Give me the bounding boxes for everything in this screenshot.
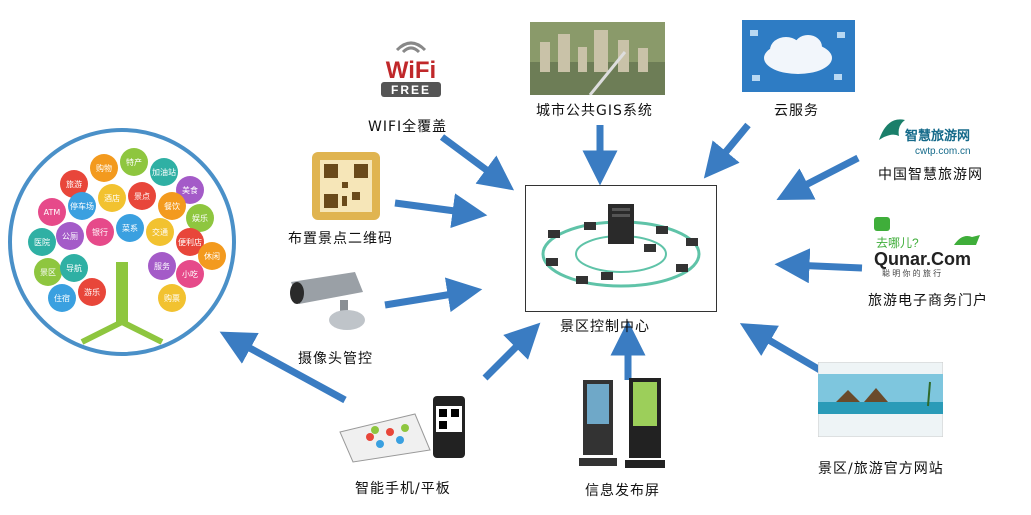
svg-text:特产: 特产 [126,157,142,167]
phone-label: 智能手机/平板 [355,481,451,497]
camera-image [285,270,380,335]
svg-text:休闲: 休闲 [204,251,220,261]
screen-label: 信息发布屏 [585,483,660,499]
svg-text:娱乐: 娱乐 [192,213,208,223]
wifi-free-text: FREE [391,83,431,97]
dolphin-icon [879,119,905,140]
arrow-qunar [774,248,863,284]
center-label: 景区控制中心 [560,319,650,335]
tree-bubble: 酒店 [98,184,126,212]
tree-bubble: 购物 [90,154,118,182]
info-screen-image [575,378,670,473]
tree-bubble: 医院 [28,228,56,256]
tree-bubble: 游乐 [78,278,106,306]
tree-bubble: 景区 [34,258,62,286]
svg-text:服务: 服务 [154,261,170,271]
tree-bubble: 娱乐 [186,204,214,232]
tree-bubble: 休闲 [198,242,226,270]
official-label: 景区/旅游官方网站 [818,461,944,477]
qunar-cn-text: 去哪儿? [876,236,919,250]
svg-text:小吃: 小吃 [182,269,198,279]
city-gis-image [530,22,665,95]
phone-tablet-image [335,392,495,464]
qunar-en-text: Qunar.Com [874,249,971,269]
wifi-logo-text: WiFi [386,57,436,84]
gis-label: 城市公共GIS系统 [536,103,653,119]
network-diagram-icon [541,204,701,288]
svg-text:购票: 购票 [164,293,180,303]
tree-bubble: 小吃 [176,260,204,288]
svg-text:住宿: 住宿 [54,293,70,303]
camel-icon [954,235,980,245]
tree-bubble: 服务 [148,252,176,280]
svg-text:景点: 景点 [134,192,150,201]
tree-bubble: 菜系 [116,214,144,242]
qrcode-label: 布置景点二维码 [288,231,393,247]
cloud-service-image [742,20,855,92]
tree-bubble: ATM [38,198,66,226]
svg-text:酒店: 酒店 [104,193,120,203]
tree-bubble: 交通 [146,218,174,246]
qr-code-image [312,152,380,220]
tree-bubble: 美食 [176,176,204,204]
arrow-official [739,323,822,374]
arrow-camera [384,277,483,313]
qunar-logo: 去哪儿? Qunar.Com 聪 明 你 的 旅 行 [872,215,997,277]
arrow-phone-to-tree [219,331,347,404]
tree-bubble: 餐饮 [158,192,186,220]
svg-text:游乐: 游乐 [84,287,100,297]
tree-bubble: 景点 [128,182,156,210]
cwtp-label: 中国智慧旅游网 [878,167,983,183]
cwtp-logo: 智慧旅游网 cwtp.com.cn [875,110,995,158]
wifi-label: WIFI全覆盖 [368,119,448,135]
tree-bubble: 购票 [158,284,186,312]
service-tree-circle: 旅游 购物 特产加油站美食 ATM 停车场酒店 景点餐饮娱乐医院 公厕 银行 菜系 交通便利店休闲… [8,128,236,356]
svg-text:ATM: ATM [44,208,61,217]
arrow-cwtp [776,154,860,201]
tree-bubble: 公厕 [56,222,84,250]
tree-bubble: 加油站 [150,158,178,186]
svg-text:导航: 导航 [66,263,82,273]
svg-text:便利店: 便利店 [178,237,202,247]
tree-bubble: 旅游 [60,170,88,198]
tree-bubble: 特产 [120,148,148,176]
tree-bubble: 银行 [86,218,114,246]
cloud-label: 云服务 [774,103,819,119]
svg-text:景区: 景区 [40,268,56,277]
svg-text:公厕: 公厕 [62,232,78,241]
official-site-image [818,362,943,437]
cwtp-logo-url: cwtp.com.cn [915,146,971,157]
tree-bubble: 便利店 [176,228,204,256]
qunar-label: 旅游电子商务门户 [868,293,988,309]
tree-bubble: 停车场 [68,192,96,220]
svg-text:银行: 银行 [92,227,108,237]
svg-text:医院: 医院 [34,237,50,247]
svg-text:餐饮: 餐饮 [164,201,180,211]
svg-text:旅游: 旅游 [66,179,82,189]
arrow-cloud [703,122,751,179]
svg-text:停车场: 停车场 [70,201,94,211]
svg-text:购物: 购物 [96,163,112,173]
tree-bubble: 住宿 [48,284,76,312]
arrow-phone [482,322,541,381]
tree-bubble: 导航 [60,254,88,282]
svg-text:菜系: 菜系 [122,223,138,233]
camera-label: 摄像头管控 [298,351,373,367]
control-center-box [525,185,717,312]
svg-text:美食: 美食 [182,185,198,195]
svg-text:交通: 交通 [152,227,168,237]
wifi-logo: WiFi FREE [375,28,447,100]
qunar-slogan-text: 聪 明 你 的 旅 行 [882,268,941,277]
arrow-wifi [439,134,515,191]
cwtp-logo-name: 智慧旅游网 [905,128,970,143]
arrow-qrcode [394,193,488,229]
svg-text:加油站: 加油站 [152,167,176,177]
